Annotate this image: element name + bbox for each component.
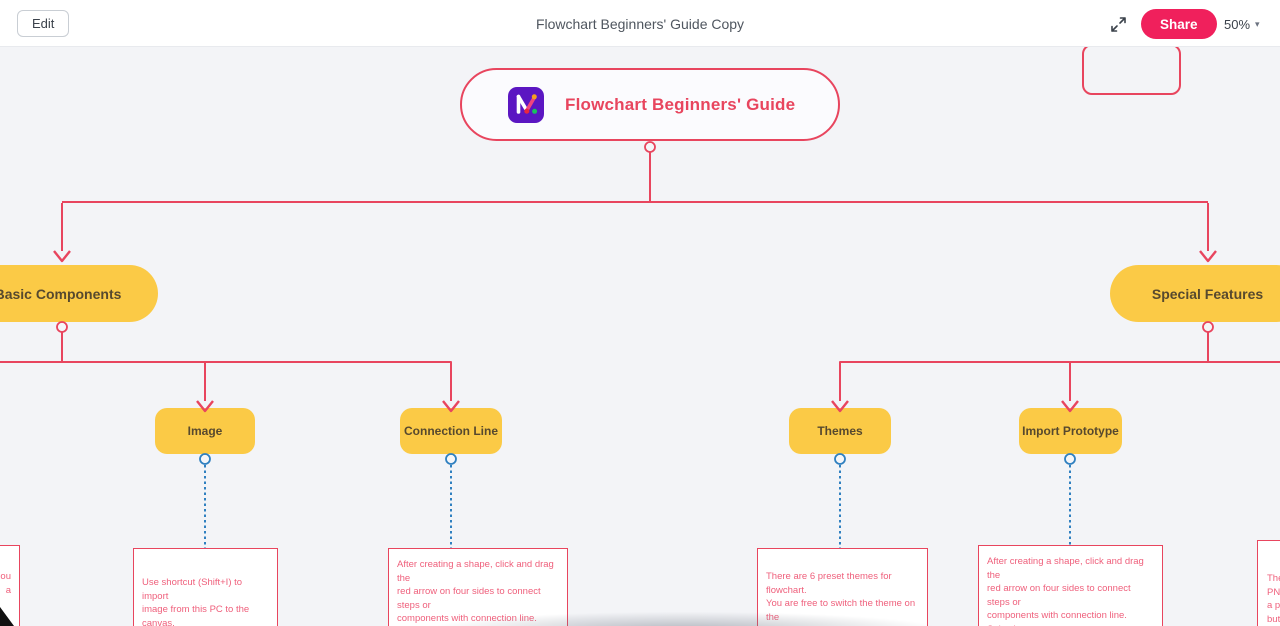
note-text-line: red arrow on four sides to connect steps… bbox=[397, 586, 541, 611]
node-connection-line[interactable]: Connection Line bbox=[400, 408, 502, 454]
edit-button[interactable]: Edit bbox=[17, 10, 70, 37]
note-connection-line[interactable]: After creating a shape, click and drag t… bbox=[388, 548, 568, 626]
document-title: Flowchart Beginners' Guide Copy bbox=[535, 15, 745, 32]
red-connection-lines[interactable] bbox=[0, 152, 1280, 413]
note-text-line: The f bbox=[1267, 573, 1280, 584]
note-offscreen-left[interactable]: ou a bbox=[0, 545, 20, 626]
note-text-line: Use shortcut (Shift+I) to import bbox=[142, 577, 243, 602]
mockitt-logo-icon bbox=[508, 86, 544, 123]
arrowhead-special bbox=[1199, 250, 1217, 263]
caret-down-icon: ▾ bbox=[1255, 18, 1260, 29]
node-import-prototype[interactable]: Import Prototype bbox=[1019, 408, 1122, 454]
connector-left-branch[interactable] bbox=[0, 361, 452, 401]
note-text-line: butto bbox=[1267, 613, 1280, 625]
red-connector-handles[interactable] bbox=[56, 141, 1214, 333]
handle-special-bottom[interactable] bbox=[1202, 321, 1214, 333]
arrowhead-basic bbox=[53, 250, 71, 263]
node-basic-components[interactable]: Basic Components bbox=[0, 265, 158, 322]
note-text-line: a pre bbox=[1267, 600, 1280, 611]
handle-themes-bottom[interactable] bbox=[834, 453, 846, 465]
node-special-features-label: Special Features bbox=[1151, 285, 1264, 302]
note-text-line: After creating a shape, click and drag t… bbox=[987, 556, 1144, 581]
node-root-label: Flowchart Beginners' Guide bbox=[565, 94, 796, 114]
note-text-line: components with connection line. Selecti… bbox=[987, 610, 1127, 626]
share-button[interactable]: Share bbox=[1141, 9, 1217, 39]
blue-connector-handles[interactable] bbox=[199, 453, 1076, 465]
note-offscreen-right[interactable]: The f PNG a pre butto bbox=[1257, 540, 1280, 626]
handle-connline-bottom[interactable] bbox=[445, 453, 457, 465]
node-themes-label: Themes bbox=[817, 424, 863, 438]
blue-dotted-note-links[interactable] bbox=[204, 465, 1071, 548]
node-connection-line-label: Connection Line bbox=[404, 424, 498, 438]
note-text-line: There are 6 preset themes for flowchart. bbox=[766, 571, 892, 596]
note-text-line: ou bbox=[0, 571, 11, 582]
node-special-features[interactable]: Special Features bbox=[1110, 265, 1280, 322]
stray-shape-rect[interactable] bbox=[1082, 44, 1181, 95]
note-text-line: a bbox=[5, 584, 11, 596]
node-image-label: Image bbox=[187, 424, 223, 438]
note-text-line: red arrow on four sides to connect steps… bbox=[987, 583, 1131, 608]
connector-right-branch[interactable] bbox=[839, 361, 1280, 401]
node-basic-components-label: Basic Components bbox=[0, 285, 122, 302]
handle-basic-bottom[interactable] bbox=[56, 321, 68, 333]
fullscreen-expand-icon[interactable] bbox=[1108, 14, 1128, 34]
note-text-line: You are free to switch the theme on the bbox=[766, 598, 916, 623]
zoom-level-dropdown[interactable]: 50% ▾ bbox=[1224, 13, 1260, 35]
handle-image-bottom[interactable] bbox=[199, 453, 211, 465]
handle-root-bottom[interactable] bbox=[644, 141, 656, 153]
node-image[interactable]: Image bbox=[155, 408, 255, 454]
handle-import-bottom[interactable] bbox=[1064, 453, 1076, 465]
node-themes[interactable]: Themes bbox=[789, 408, 891, 454]
note-import-prototype[interactable]: After creating a shape, click and drag t… bbox=[978, 545, 1163, 626]
note-text-line: image from this PC to the canvas. bbox=[142, 604, 250, 626]
note-text-line: components with connection line. bbox=[397, 613, 537, 624]
top-toolbar: Edit Flowchart Beginners' Guide Copy Sha… bbox=[0, 0, 1280, 47]
note-text-line: PNG bbox=[1267, 586, 1280, 598]
note-text-line: After creating a shape, click and drag t… bbox=[397, 559, 554, 584]
note-themes[interactable]: There are 6 preset themes for flowchart.… bbox=[757, 548, 928, 626]
node-root[interactable]: Flowchart Beginners' Guide bbox=[460, 68, 840, 141]
zoom-level-value: 50% bbox=[1224, 16, 1251, 32]
node-import-prototype-label: Import Prototype bbox=[1022, 424, 1119, 438]
